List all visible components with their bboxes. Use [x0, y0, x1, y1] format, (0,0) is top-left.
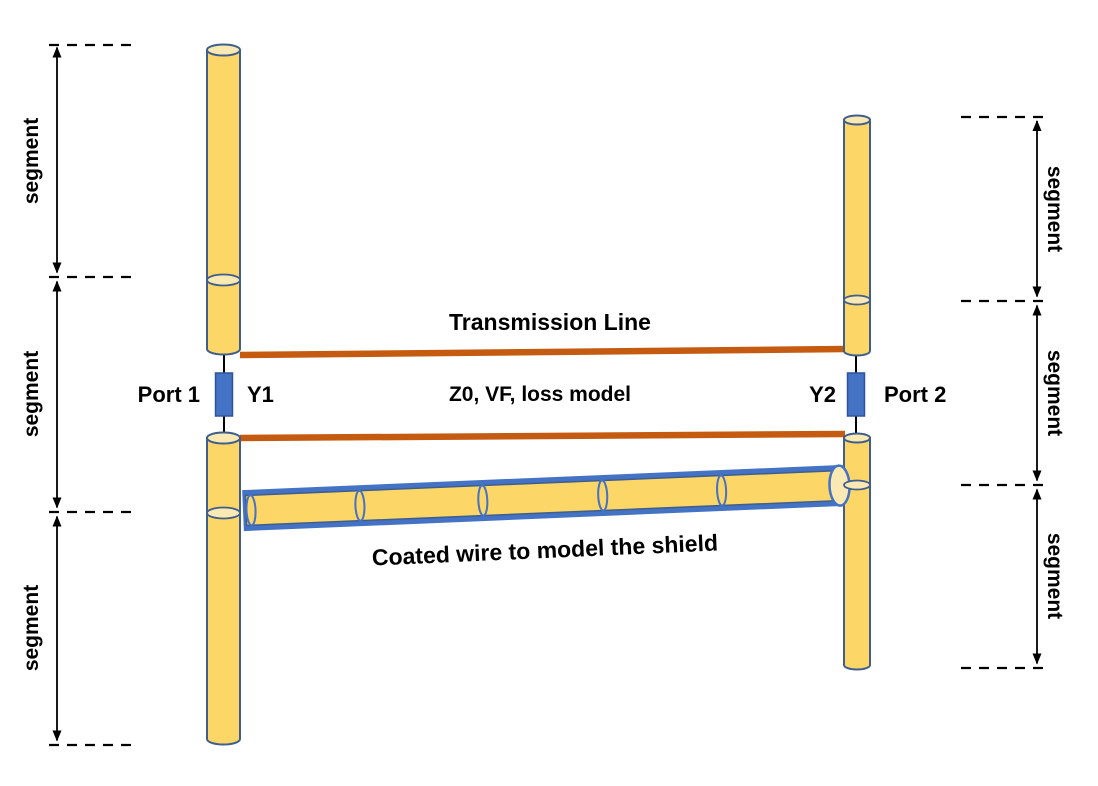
- right-wire-segment-joint-upper: [843, 294, 871, 306]
- left-wire-lower-body: [206, 437, 241, 746]
- left-wire-upper-body: [206, 49, 241, 356]
- left-dimension-markers: segment segment segment: [20, 43, 131, 747]
- shield-wire-left-cap: [245, 494, 257, 527]
- left-wire-segment-joint-upper: [206, 273, 241, 287]
- transmission-line-label: Transmission Line: [449, 309, 651, 335]
- left-wire: [206, 43, 241, 746]
- shield-wire-joint-2: [477, 484, 489, 517]
- left-segment-label-2: segment: [20, 351, 43, 437]
- left-wire-top-cap: [206, 43, 241, 57]
- port2-label: Port 2: [884, 382, 946, 407]
- coated-shield-wire: [242, 464, 851, 532]
- port1-label: Port 1: [138, 382, 200, 407]
- port1-feed: [214, 355, 234, 434]
- shield-wire-joint-1: [354, 489, 366, 522]
- right-segment-label-1: segment: [1043, 166, 1066, 252]
- left-segment-label-1: segment: [20, 118, 43, 204]
- right-segment-label-2: segment: [1043, 350, 1066, 436]
- left-wire-lower-top-cap: [206, 431, 241, 445]
- transmission-line-top-wire: [239, 345, 846, 359]
- right-wire-top-cap: [843, 114, 871, 126]
- line-params-label: Z0, VF, loss model: [449, 383, 631, 406]
- right-segment-label-3: segment: [1043, 533, 1066, 619]
- right-wire-upper-body: [843, 119, 871, 357]
- right-wire: [843, 114, 871, 671]
- right-wire-shield-junction: [843, 479, 871, 491]
- y1-label: Y1: [247, 382, 274, 407]
- shield-wire-joint-3: [597, 479, 609, 512]
- right-wire-lower-top-cap: [843, 432, 871, 444]
- right-wire-lower-body: [843, 437, 871, 671]
- transmission-line-wires: [239, 345, 846, 442]
- port2-lumped-element: [846, 372, 866, 417]
- port1-lumped-element: [214, 372, 234, 417]
- right-dimension-markers: segment segment segment: [961, 115, 1066, 670]
- shield-wire-joint-4: [716, 474, 728, 507]
- left-segment-label-3: segment: [20, 585, 43, 671]
- coated-wire-label: Coated wire to model the shield: [371, 529, 718, 570]
- left-wire-segment-joint-lower: [206, 506, 241, 520]
- transmission-line-bottom-wire: [239, 430, 846, 442]
- port2-feed: [846, 355, 866, 434]
- y2-label: Y2: [809, 382, 836, 407]
